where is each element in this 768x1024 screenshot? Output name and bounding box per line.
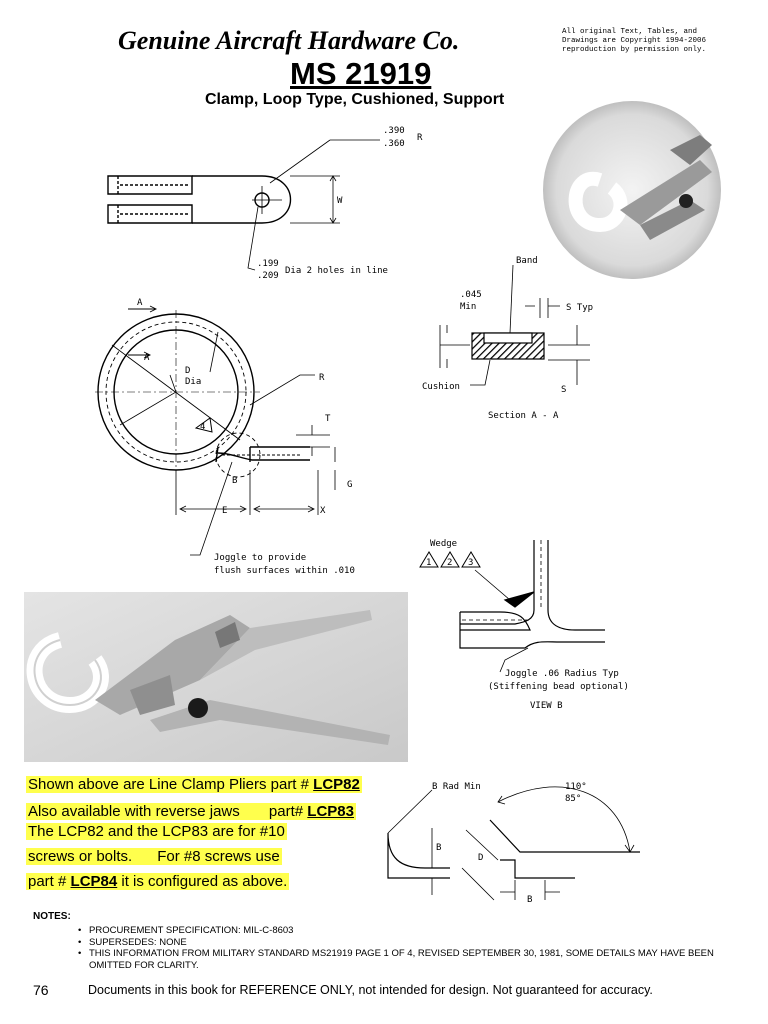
wedge-triangle-2: 2 (447, 558, 452, 568)
diameter-label: D (185, 366, 190, 376)
company-name: Genuine Aircraft Hardware Co. (118, 26, 460, 55)
lcp83-part-link[interactable]: LCP83 (307, 803, 354, 820)
b-rad-min-label: B Rad Min (432, 782, 481, 792)
note-item: PROCUREMENT SPECIFICATION: MIL-C-8603 (78, 925, 728, 937)
wedge-triangle-1: 1 (426, 558, 431, 568)
section-a-top-label: A (137, 298, 143, 308)
band-label: Band (516, 256, 538, 266)
s-label: S (561, 385, 566, 395)
view-b-label: VIEW B (530, 701, 563, 711)
notes-title: NOTES: (33, 911, 71, 922)
highlight-line-5-text-b: it is configured as above. (117, 873, 288, 890)
highlight-line-5-text-a: part # (28, 873, 71, 890)
cushion-label: Cushion (422, 382, 460, 392)
part-description: Clamp, Loop Type, Cushioned, Support (205, 91, 505, 108)
joggle-note-line1: Joggle to provide (214, 553, 306, 563)
diameter-note-label: Dia (185, 377, 201, 387)
b-label: B (232, 476, 237, 486)
detail-4-label: 4 (200, 422, 205, 432)
min-label: Min (460, 302, 476, 312)
part-number-title: MS 21919 (290, 56, 432, 91)
radius-suffix-label: R (417, 133, 423, 143)
angle-top-label: 110° (565, 782, 587, 792)
note-item: SUPERSEDES: NONE (78, 937, 728, 949)
hole-bottom-label: .209 (257, 271, 279, 281)
g-label: G (347, 480, 352, 490)
highlight-line-2: Also available with reverse jaws part# L… (26, 803, 356, 820)
lcp82-part-link[interactable]: LCP82 (313, 776, 360, 793)
pliers-photo-large (24, 592, 408, 762)
radius-bottom-label: .360 (383, 139, 405, 149)
clamp-side-view (107, 139, 380, 271)
hole-top-label: .199 (257, 259, 279, 269)
wedge-label: Wedge (430, 539, 457, 549)
b-right-label: B (436, 843, 441, 853)
footer-disclaimer: Documents in this book for REFERENCE ONL… (88, 983, 653, 997)
section-aa-view (439, 264, 590, 386)
highlight-line-2-text: Also available with reverse jaws part# (28, 803, 308, 820)
section-aa-label: Section A - A (488, 411, 559, 421)
radius-top-label: .390 (383, 126, 405, 136)
width-label: W (337, 196, 343, 206)
page-number: 76 (33, 982, 49, 998)
notes-list: PROCUREMENT SPECIFICATION: MIL-C-8603 SU… (78, 925, 728, 971)
min-top-label: .045 (460, 290, 482, 300)
b-bottom-label: B (527, 895, 532, 905)
t-label: T (325, 414, 331, 424)
section-a-bottom-label: A (144, 353, 150, 363)
highlight-line-1-text: Shown above are Line Clamp Pliers part # (28, 776, 314, 793)
joggle-radius-label: Joggle .06 Radius Typ (505, 669, 619, 679)
copyright-notice: All original Text, Tables, and Drawings … (562, 28, 707, 54)
lcp84-part-link[interactable]: LCP84 (70, 873, 118, 890)
b-radius-drawing (387, 786, 640, 901)
angle-bottom-label: 85° (565, 794, 581, 804)
e-label: E (222, 506, 227, 516)
pliers-photo-circular (543, 101, 721, 279)
joggle-note-line2: flush surfaces within .010 (214, 566, 355, 576)
highlight-line-1: Shown above are Line Clamp Pliers part #… (26, 776, 362, 793)
r-label: R (319, 373, 325, 383)
wedge-triangle-3: 3 (468, 558, 473, 568)
clamp-front-view (95, 305, 336, 556)
note-item: THIS INFORMATION FROM MILITARY STANDARD … (78, 948, 728, 971)
highlight-line-3: The LCP82 and the LCP83 are for #10 (26, 823, 287, 840)
highlight-line-4-text: screws or bolts. For #8 screws use (26, 848, 282, 865)
highlight-line-3-text: The LCP82 and the LCP83 are for #10 (26, 823, 287, 840)
d-left-label: D (478, 853, 483, 863)
view-b-drawing (419, 540, 605, 673)
stiffening-label: (Stiffening bead optional) (488, 682, 629, 692)
highlight-line-4: screws or bolts. For #8 screws use (26, 848, 282, 865)
highlight-line-5: part # LCP84 it is configured as above. (26, 873, 290, 890)
s-typ-label: S Typ (566, 303, 593, 313)
hole-note-label: Dia 2 holes in line (285, 266, 388, 276)
x-label: X (320, 506, 326, 516)
